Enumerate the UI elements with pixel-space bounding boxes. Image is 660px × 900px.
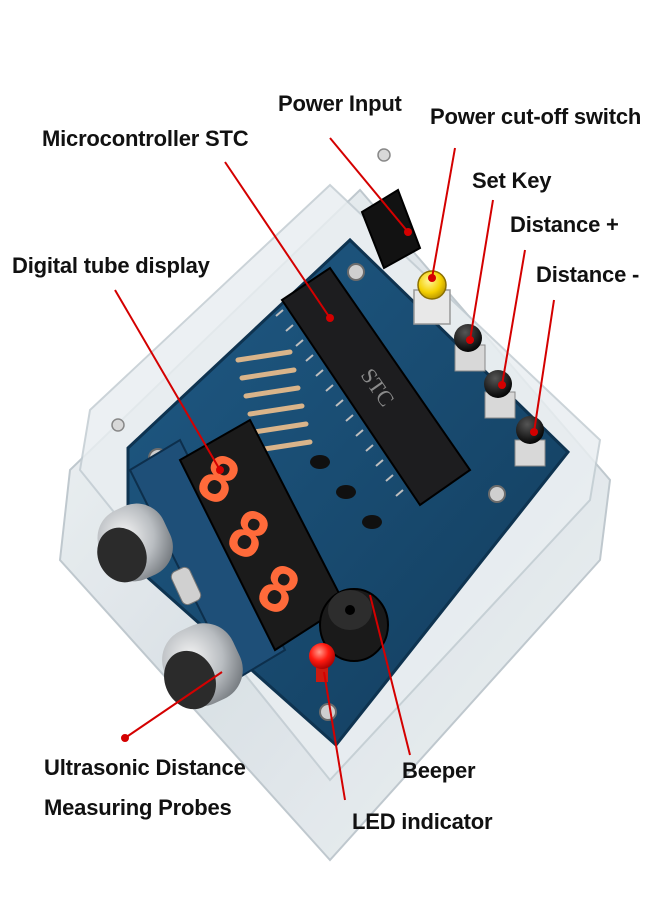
label-distance-minus: Distance - bbox=[536, 262, 640, 287]
leader-lines bbox=[114, 137, 555, 801]
ultrasonic-probe-top bbox=[97, 503, 173, 583]
distance-plus-button bbox=[484, 370, 512, 398]
label-ultrasonic-probes: Ultrasonic Distance Measuring Probes bbox=[44, 748, 246, 828]
chip-pins bbox=[275, 309, 404, 497]
screw-icon bbox=[488, 485, 506, 503]
beeper bbox=[319, 588, 389, 662]
distance-minus-base bbox=[514, 439, 546, 467]
screw-icon bbox=[377, 148, 391, 162]
label-power-switch: Power cut-off switch bbox=[430, 104, 642, 129]
label-microcontroller: Microcontroller STC bbox=[42, 126, 249, 151]
leader-distance-minus bbox=[533, 299, 555, 433]
distance-minus-button bbox=[516, 416, 544, 444]
label-distance-plus: Distance + bbox=[510, 212, 619, 237]
ultrasonic-probe-bottom bbox=[162, 623, 243, 710]
leader-digital-display bbox=[114, 289, 221, 471]
label-ultrasonic-line2: Measuring Probes bbox=[44, 795, 232, 820]
leader-led bbox=[323, 671, 346, 801]
leader-dots bbox=[121, 228, 538, 742]
leader-microcontroller bbox=[224, 161, 331, 319]
resistor-array bbox=[235, 349, 313, 453]
leader-ultrasonic bbox=[124, 671, 223, 739]
screw-icon bbox=[111, 418, 125, 432]
label-digital-display: Digital tube display bbox=[12, 253, 210, 278]
ultrasonic-module-board bbox=[128, 438, 287, 682]
screw-icon bbox=[319, 703, 337, 721]
leader-distance-plus bbox=[501, 249, 526, 386]
microcontroller-chip bbox=[280, 266, 472, 507]
leader-power-switch bbox=[431, 147, 456, 279]
transistors bbox=[310, 455, 382, 529]
label-set-key: Set Key bbox=[472, 168, 552, 193]
label-led-indicator: LED indicator bbox=[352, 809, 493, 834]
leader-set-key bbox=[469, 199, 494, 341]
power-switch-button bbox=[417, 270, 447, 300]
label-power-input: Power Input bbox=[278, 91, 402, 116]
label-ultrasonic-line1: Ultrasonic Distance bbox=[44, 755, 246, 780]
power-jack bbox=[360, 188, 422, 270]
leader-beeper bbox=[369, 594, 411, 756]
crystal-oscillator bbox=[170, 566, 202, 606]
screw-icon bbox=[347, 263, 365, 281]
label-beeper: Beeper bbox=[402, 758, 476, 783]
leader-power-input bbox=[329, 137, 409, 233]
